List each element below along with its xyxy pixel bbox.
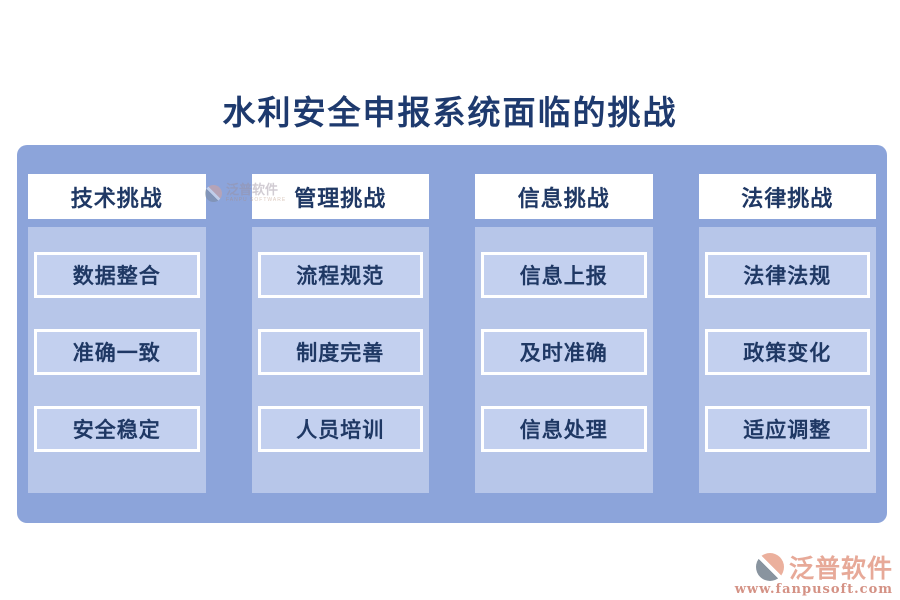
column-header: 信息挑战 (475, 174, 653, 219)
column-panel: 信息上报 及时准确 信息处理 (475, 227, 653, 493)
column-header: 技术挑战 (28, 174, 206, 219)
challenge-item: 适应调整 (704, 406, 870, 452)
column-legal: 法律挑战 法律法规 政策变化 适应调整 (698, 174, 876, 493)
challenge-item: 信息上报 (481, 252, 647, 298)
column-panel: 流程规范 制度完善 人员培训 (251, 227, 429, 493)
challenge-item: 信息处理 (481, 406, 647, 452)
watermark-url: www.fanpusoft.com (734, 582, 893, 597)
fanpu-logo-icon (205, 184, 222, 202)
challenge-item: 人员培训 (257, 406, 423, 452)
watermark-faint: 泛普软件 FANPU SOFTWARE (205, 184, 286, 203)
column-information: 信息挑战 信息上报 及时准确 信息处理 (475, 174, 653, 493)
column-management: 管理挑战 流程规范 制度完善 人员培训 (251, 174, 429, 493)
column-header: 法律挑战 (698, 174, 876, 219)
column-header: 管理挑战 (251, 174, 429, 219)
challenge-item: 制度完善 (257, 329, 423, 375)
column-panel: 数据整合 准确一致 安全稳定 (28, 227, 206, 493)
challenges-board: 技术挑战 数据整合 准确一致 安全稳定 管理挑战 流程规范 制度完善 人员培训 … (17, 145, 887, 523)
fanpu-logo-icon (755, 553, 784, 581)
challenge-item: 准确一致 (34, 329, 200, 375)
watermark-brand: 泛普软件 (788, 554, 893, 583)
page-title: 水利安全申报系统面临的挑战 (222, 93, 678, 132)
challenge-item: 政策变化 (704, 329, 870, 375)
challenge-item: 流程规范 (257, 252, 423, 298)
column-panel: 法律法规 政策变化 适应调整 (698, 227, 876, 493)
challenge-item: 法律法规 (704, 252, 870, 298)
column-technical: 技术挑战 数据整合 准确一致 安全稳定 (28, 174, 206, 493)
watermark-subcaption: FANPU SOFTWARE (226, 196, 287, 203)
watermark-brand: 泛普软件 (226, 183, 279, 198)
challenge-item: 安全稳定 (34, 406, 200, 452)
challenge-item: 及时准确 (481, 329, 647, 375)
challenge-item: 数据整合 (34, 252, 200, 298)
watermark-footer: 泛普软件 www.fanpusoft.com (735, 549, 893, 597)
